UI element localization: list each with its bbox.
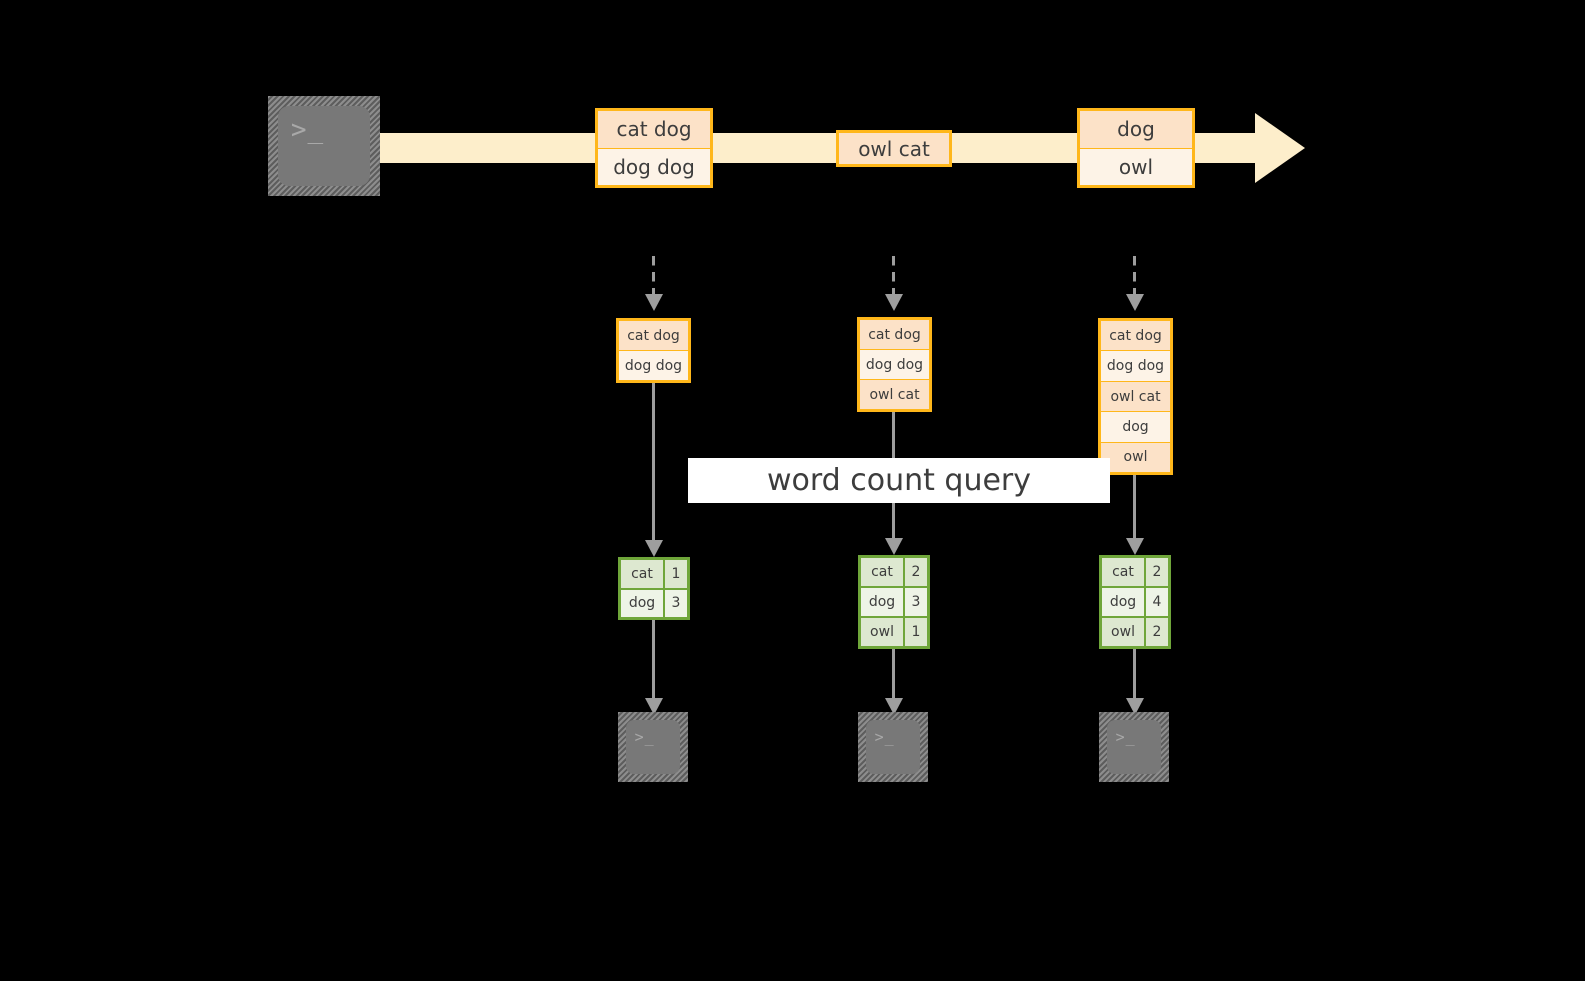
result-count: 1 — [905, 618, 927, 646]
stream-batch-line: dog dog — [598, 148, 710, 185]
terminal-prompt-glyph: >_ — [1115, 727, 1136, 746]
snapshot-line: owl cat — [1101, 381, 1170, 413]
snapshot-line: dog dog — [860, 350, 929, 380]
result-count: 3 — [905, 588, 927, 616]
arrowhead-icon — [1126, 294, 1144, 311]
result-count: 2 — [1146, 618, 1168, 646]
snapshot-line: cat dog — [1101, 321, 1170, 352]
snapshot-to-result-connector-3 — [1133, 475, 1136, 547]
stream-arrow-head-icon — [1255, 113, 1305, 183]
result-word: dog — [621, 589, 665, 617]
result-word: owl — [861, 618, 905, 646]
result-count: 2 — [1146, 558, 1168, 586]
result-table-3: cat 2 dog 4 owl 2 — [1099, 555, 1171, 649]
arrowhead-icon — [645, 540, 663, 557]
sink-terminal-icon-3: >_ — [1099, 712, 1169, 782]
result-count: 4 — [1146, 588, 1168, 616]
snapshot-line: dog dog — [619, 351, 688, 380]
table-row: owl 2 — [1102, 618, 1168, 646]
result-to-sink-connector-3 — [1133, 649, 1136, 704]
snapshot-box-1: cat dog dog dog — [616, 318, 691, 383]
stream-batch-1: cat dog dog dog — [595, 108, 713, 188]
table-row: dog 3 — [861, 588, 927, 618]
stream-batch-line: cat dog — [598, 111, 710, 149]
result-count: 1 — [665, 560, 687, 588]
stream-to-snapshot-connector-1 — [652, 256, 655, 294]
sink-terminal-icon-1: >_ — [618, 712, 688, 782]
snapshot-line: cat dog — [860, 320, 929, 350]
result-to-sink-connector-2 — [892, 649, 895, 704]
result-word: dog — [1102, 588, 1146, 616]
source-terminal-screen: >_ — [278, 106, 370, 186]
stream-batch-2: owl cat — [836, 130, 952, 167]
result-word: cat — [621, 560, 665, 588]
table-row: owl 1 — [861, 618, 927, 646]
arrowhead-icon — [885, 294, 903, 311]
snapshot-line: cat dog — [619, 321, 688, 351]
stream-to-snapshot-connector-3 — [1133, 256, 1136, 294]
table-row: cat 2 — [1102, 558, 1168, 588]
arrowhead-icon — [645, 698, 663, 715]
source-terminal-icon: >_ — [268, 96, 380, 196]
arrowhead-icon — [885, 538, 903, 555]
result-count: 3 — [665, 589, 687, 617]
arrowhead-icon — [645, 294, 663, 311]
snapshot-line: dog dog — [1101, 351, 1170, 382]
snapshot-line: owl cat — [860, 380, 929, 409]
arrowhead-icon — [1126, 698, 1144, 715]
stream-batch-3: dog owl — [1077, 108, 1195, 188]
stream-batch-line: owl — [1080, 148, 1192, 185]
snapshot-line: dog — [1101, 412, 1170, 443]
arrowhead-icon — [885, 698, 903, 715]
result-word: cat — [1102, 558, 1146, 586]
stream-batch-line: dog — [1080, 111, 1192, 149]
result-count: 2 — [905, 558, 927, 586]
terminal-prompt-glyph: >_ — [290, 115, 325, 146]
table-row: cat 1 — [621, 560, 687, 590]
result-word: owl — [1102, 618, 1146, 646]
result-word: cat — [861, 558, 905, 586]
terminal-prompt-glyph: >_ — [634, 727, 655, 746]
terminal-prompt-glyph: >_ — [874, 727, 895, 746]
sink-terminal-screen: >_ — [626, 720, 680, 774]
result-word: dog — [861, 588, 905, 616]
sink-terminal-screen: >_ — [1107, 720, 1161, 774]
snapshot-line: owl — [1101, 442, 1170, 473]
table-row: cat 2 — [861, 558, 927, 588]
snapshot-box-3: cat dog dog dog owl cat dog owl — [1098, 318, 1173, 475]
query-label: word count query — [688, 458, 1110, 503]
sink-terminal-screen: >_ — [866, 720, 920, 774]
arrowhead-icon — [1126, 538, 1144, 555]
snapshot-box-2: cat dog dog dog owl cat — [857, 317, 932, 412]
result-table-2: cat 2 dog 3 owl 1 — [858, 555, 930, 649]
table-row: dog 4 — [1102, 588, 1168, 618]
stream-batch-line: owl cat — [839, 133, 949, 164]
sink-terminal-icon-2: >_ — [858, 712, 928, 782]
stream-to-snapshot-connector-2 — [892, 256, 895, 294]
result-table-1: cat 1 dog 3 — [618, 557, 690, 620]
result-to-sink-connector-1 — [652, 620, 655, 704]
snapshot-to-result-connector-1 — [652, 383, 655, 549]
table-row: dog 3 — [621, 589, 687, 617]
